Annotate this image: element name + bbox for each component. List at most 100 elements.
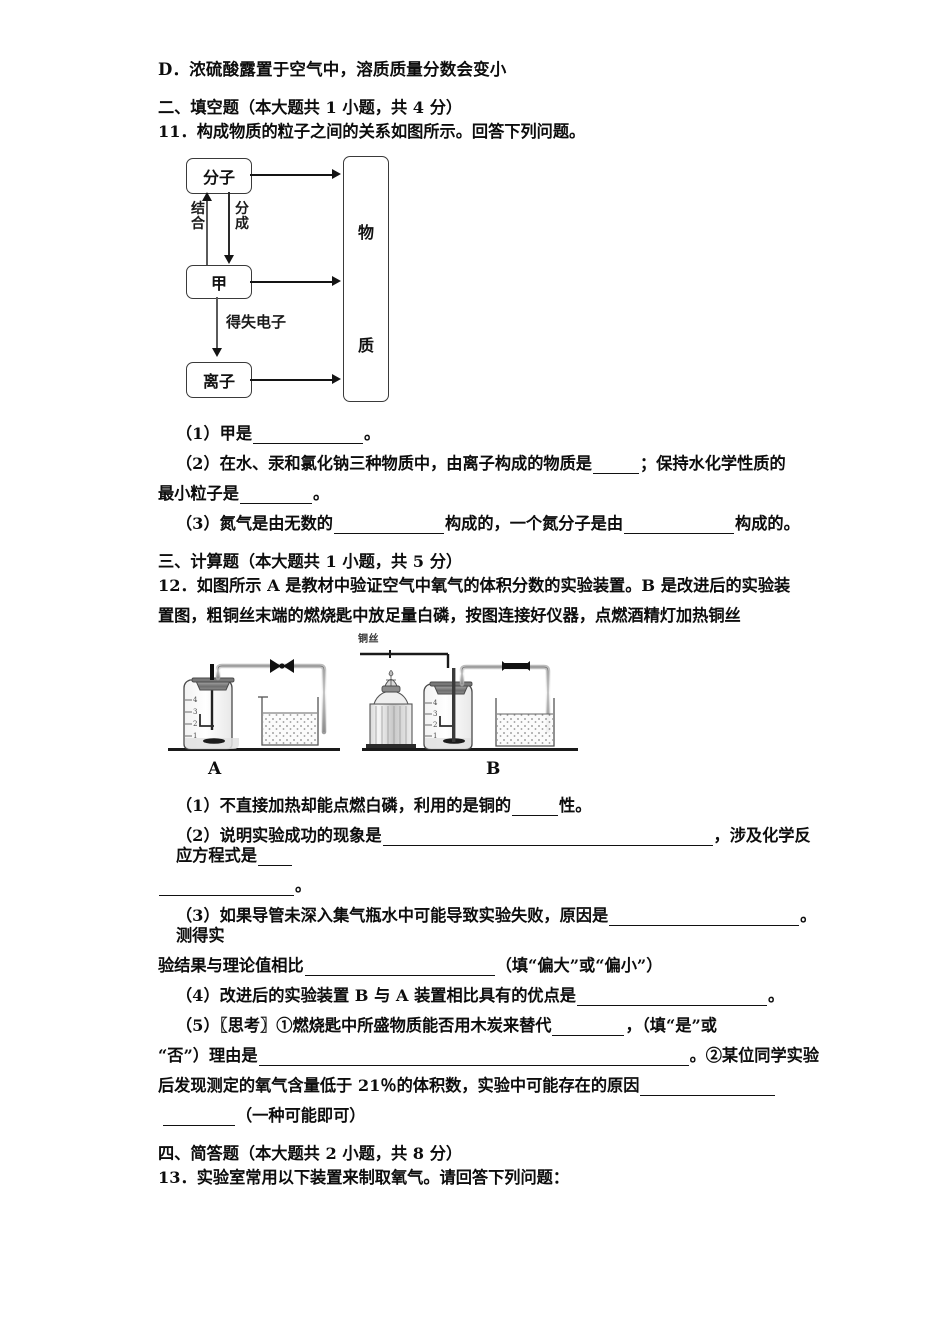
q12-sub5-blank-3[interactable] <box>640 1082 776 1096</box>
q11-sub3-suffix: 构成的。 <box>735 514 800 533</box>
q12-sub1-prefix: （1）不直接加热却能点燃白磷，利用的是铜的 <box>176 796 512 815</box>
flow-box-jia: 甲 <box>186 265 252 299</box>
q12-sub5-line4-suffix: （一种可能即可） <box>236 1106 366 1125</box>
question-12-sub-2-line2: 。 <box>158 876 820 896</box>
question-13-stem: 13．实验室常用以下装置来制取氧气。请回答下列问题： <box>158 1168 570 1187</box>
q12-sub4-suffix: 。 <box>767 986 785 1005</box>
question-12-stem-line2: 置图，粗铜丝末端的燃烧匙中放足量白磷，按图连接好仪器，点燃酒精灯加热铜丝 <box>158 606 741 625</box>
arrow-line-ion-to-substance <box>250 379 332 381</box>
question-12-stem-line1: 12．如图所示 A 是教材中验证空气中氧气的体积分数的实验装置。B 是改进后的实… <box>158 576 791 595</box>
figure-label-a: A <box>208 759 222 779</box>
question-11-sub-2: （2）在水、汞和氯化钠三种物质中，由离子构成的物质是 ；保持水化学性质的 <box>158 454 820 474</box>
q12-sub4-prefix: （4）改进后的实验装置 B 与 A 装置相比具有的优点是 <box>176 986 576 1005</box>
svg-text:1: 1 <box>433 732 437 740</box>
q12-sub1-suffix: 性。 <box>559 796 592 815</box>
q12-sub2-prefix: （2）说明实验成功的现象是 <box>176 826 382 845</box>
arrowhead-combine <box>201 192 212 201</box>
q12-sub5-line2-prefix: “否”）理由是 <box>158 1046 258 1065</box>
copper-wire-label: 铜丝 <box>358 634 379 645</box>
section-two-heading: 二、填空题（本大题共 1 小题，共 4 分） <box>158 98 463 117</box>
q11-sub2-line2-suffix: 。 <box>312 484 330 503</box>
q12-sub5-mid: ，（填“是”或 <box>625 1016 717 1035</box>
q12-sub5-blank-1[interactable] <box>552 1022 625 1036</box>
document-body-column: D．浓硫酸露置于空气中，溶质质量分数会变小 二、填空题（本大题共 1 小题，共 … <box>158 60 820 1188</box>
question-11-sub-3: （3）氮气是由无数的 构成的，一个氮分子是由 构成的。 <box>158 514 820 534</box>
apparatus-drawing: 4 3 2 1 <box>168 650 578 751</box>
section-four-heading: 四、简答题（本大题共 2 小题，共 8 分） <box>158 1144 463 1163</box>
question-12-sub-2: （2）说明实验成功的现象是，涉及化学反应方程式是 <box>158 826 820 866</box>
arrowhead-jia-to-substance <box>332 275 341 286</box>
question-11-stem: 11．构成物质的粒子之间的关系如图所示。回答下列问题。 <box>158 122 586 141</box>
question-12-sub-5-line2: “否”）理由是 。②某位同学实验 <box>158 1046 820 1066</box>
section-three-heading: 三、计算题（本大题共 1 小题，共 5 分） <box>158 552 463 571</box>
question-12-sub-3-line2: 验结果与理论值相比 （填“偏大”或“偏小”） <box>158 956 820 976</box>
q11-sub3-mid: 构成的，一个氮分子是由 <box>444 514 624 533</box>
question-12-sub-3: （3）如果导管未深入集气瓶水中可能导致实验失败，原因是。测得实 <box>158 906 820 946</box>
oxygen-volume-fraction-apparatus: 铜丝 <box>166 634 586 788</box>
q12-sub2-blank-3[interactable] <box>159 882 294 896</box>
q11-sub2-prefix: （2）在水、汞和氯化钠三种物质中，由离子构成的物质是 <box>176 454 592 473</box>
q12-sub5-line2-suffix: 。②某位同学实验 <box>689 1046 820 1065</box>
q12-sub3-line2-suffix: （填“偏大”或“偏小”） <box>495 956 663 975</box>
q11-sub3-prefix: （3）氮气是由无数的 <box>176 514 333 533</box>
question-12-sub-1: （1）不直接加热却能点燃白磷，利用的是铜的 性。 <box>158 796 820 816</box>
svg-text:2: 2 <box>193 720 197 728</box>
svg-text:2: 2 <box>433 721 437 729</box>
q11-sub3-blank-1[interactable] <box>333 520 444 534</box>
q12-sub2-mid: ，涉及化学反应方程式是 <box>176 826 811 865</box>
flow-label-split: 分成 <box>235 201 249 232</box>
q12-sub2-line2-suffix: 。 <box>295 876 312 895</box>
option-d-text: D．浓硫酸露置于空气中，溶质质量分数会变小 <box>158 60 507 79</box>
q12-sub2-blank-2[interactable] <box>257 852 292 866</box>
question-11-sub-1: （1）甲是 。 <box>158 424 820 444</box>
question-12-sub-5-line4: （一种可能即可） <box>158 1106 820 1126</box>
q12-sub3-blank-1[interactable] <box>609 912 800 926</box>
svg-text:3: 3 <box>433 710 437 718</box>
svg-text:4: 4 <box>193 696 198 704</box>
arrow-line-electrons <box>216 297 218 349</box>
svg-text:3: 3 <box>193 708 197 716</box>
flow-box-ion: 离子 <box>186 362 252 398</box>
flow-box-molecule: 分子 <box>186 158 252 194</box>
arrow-line-split <box>228 192 230 256</box>
q11-sub1-blank[interactable] <box>253 430 364 444</box>
q11-sub1-prefix: （1）甲是 <box>176 424 253 443</box>
question-12-sub-5-line3: 后发现测定的氧气含量低于 21％的体积数，实验中可能存在的原因 <box>158 1076 820 1096</box>
q12-sub1-blank[interactable] <box>512 802 559 816</box>
q12-sub2-blank-1[interactable] <box>382 832 713 846</box>
arrow-line-jia-to-substance <box>250 281 332 283</box>
q12-sub5-blank-2[interactable] <box>258 1052 689 1066</box>
flow-label-electrons: 得失电子 <box>226 313 287 331</box>
q11-sub2-line2-prefix: 最小粒子是 <box>158 484 239 503</box>
flow-box-substance: 物 质 <box>343 156 389 402</box>
arrowhead-split <box>223 255 234 264</box>
q12-sub3-blank-2[interactable] <box>304 962 495 976</box>
q12-sub5-line3-prefix: 后发现测定的氧气含量低于 21％的体积数，实验中可能存在的原因 <box>158 1076 640 1095</box>
q12-sub4-blank[interactable] <box>576 992 767 1006</box>
q12-sub3-prefix: （3）如果导管未深入集气瓶水中可能导致实验失败，原因是 <box>176 906 609 925</box>
flow-label-combine: 结合 <box>191 201 205 232</box>
arrow-line-molecule-to-substance <box>250 174 332 176</box>
question-11-sub-2-line2: 最小粒子是 。 <box>158 484 820 504</box>
q11-sub3-blank-2[interactable] <box>624 520 735 534</box>
q11-sub2-blank-2[interactable] <box>239 490 312 504</box>
flow-box-substance-char-1: 物 <box>357 223 374 242</box>
question-12-sub-5: （5）〖思考〗①燃烧匙中所盛物质能否用木炭来替代 ，（填“是”或 <box>158 1016 820 1036</box>
q11-sub1-suffix: 。 <box>364 424 381 443</box>
q12-sub3-line2-prefix: 验结果与理论值相比 <box>158 956 304 975</box>
arrow-line-combine <box>206 201 208 265</box>
particle-relationship-flowchart: 分子 甲 离子 物 质 结合 分成 <box>168 156 418 402</box>
arrowhead-electrons <box>211 348 222 357</box>
question-12-sub-4: （4）改进后的实验装置 B 与 A 装置相比具有的优点是 。 <box>158 986 820 1006</box>
svg-text:1: 1 <box>193 732 197 740</box>
arrowhead-ion-to-substance <box>332 373 341 384</box>
q11-sub2-blank-1[interactable] <box>592 460 639 474</box>
flow-box-substance-char-2: 质 <box>357 336 374 355</box>
q12-sub3-mid: 。测得实 <box>176 906 817 945</box>
q12-sub5-prefix: （5）〖思考〗①燃烧匙中所盛物质能否用木炭来替代 <box>176 1016 552 1035</box>
q12-sub5-blank-4[interactable] <box>163 1112 235 1126</box>
q11-sub2-mid: ；保持水化学性质的 <box>639 454 786 473</box>
figure-label-b: B <box>486 759 501 779</box>
svg-text:4: 4 <box>433 699 438 707</box>
